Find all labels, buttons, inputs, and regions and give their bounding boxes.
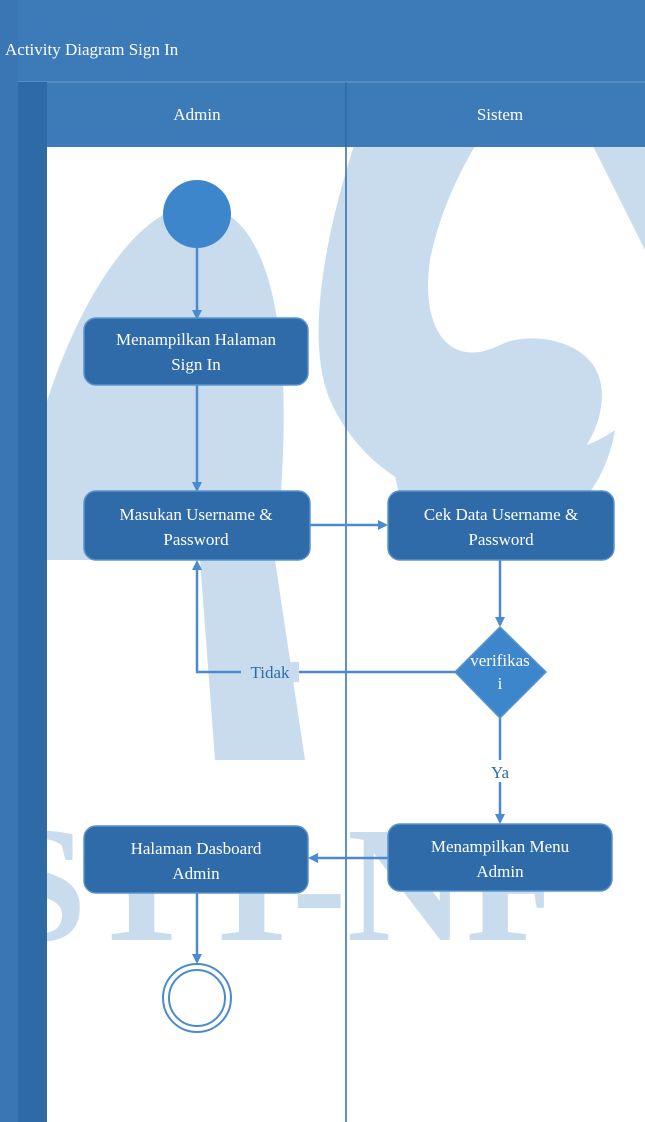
- svg-text:Admin: Admin: [476, 862, 524, 881]
- final-node: [162, 963, 232, 1033]
- action-check-data: Cek Data Username & Password: [387, 490, 615, 561]
- svg-text:i: i: [498, 674, 503, 693]
- edge-label-ya: Ya: [491, 763, 510, 782]
- action-show-signin: Menampilkan Halaman Sign In: [83, 317, 309, 386]
- svg-text:Halaman Dasboard: Halaman Dasboard: [131, 839, 262, 858]
- svg-text:Menampilkan Halaman: Menampilkan Halaman: [116, 330, 277, 349]
- action-dashboard: Halaman Dasboard Admin: [83, 825, 309, 894]
- lane-header-admin: Admin: [173, 105, 221, 124]
- svg-text:Password: Password: [163, 530, 229, 549]
- svg-text:Cek Data Username &: Cek Data Username &: [424, 505, 578, 524]
- svg-text:Password: Password: [468, 530, 534, 549]
- decision-verifikasi: verifikas i: [453, 625, 548, 720]
- svg-text:Masukan Username &: Masukan Username &: [120, 505, 273, 524]
- action-show-menu: Menampilkan Menu Admin: [387, 823, 613, 892]
- svg-text:Menampilkan Menu: Menampilkan Menu: [431, 837, 570, 856]
- svg-text:Admin: Admin: [172, 864, 220, 883]
- diagram-title: Activity Diagram Sign In: [5, 40, 179, 59]
- svg-text:Sign In: Sign In: [171, 355, 221, 374]
- lane-header-sistem: Sistem: [477, 105, 523, 124]
- initial-node: [163, 180, 231, 248]
- action-enter-credentials: Masukan Username & Password: [83, 490, 311, 561]
- edge-decision-tidak: [192, 560, 455, 674]
- svg-text:verifikas: verifikas: [470, 651, 529, 670]
- edge-label-tidak: Tidak: [250, 663, 290, 682]
